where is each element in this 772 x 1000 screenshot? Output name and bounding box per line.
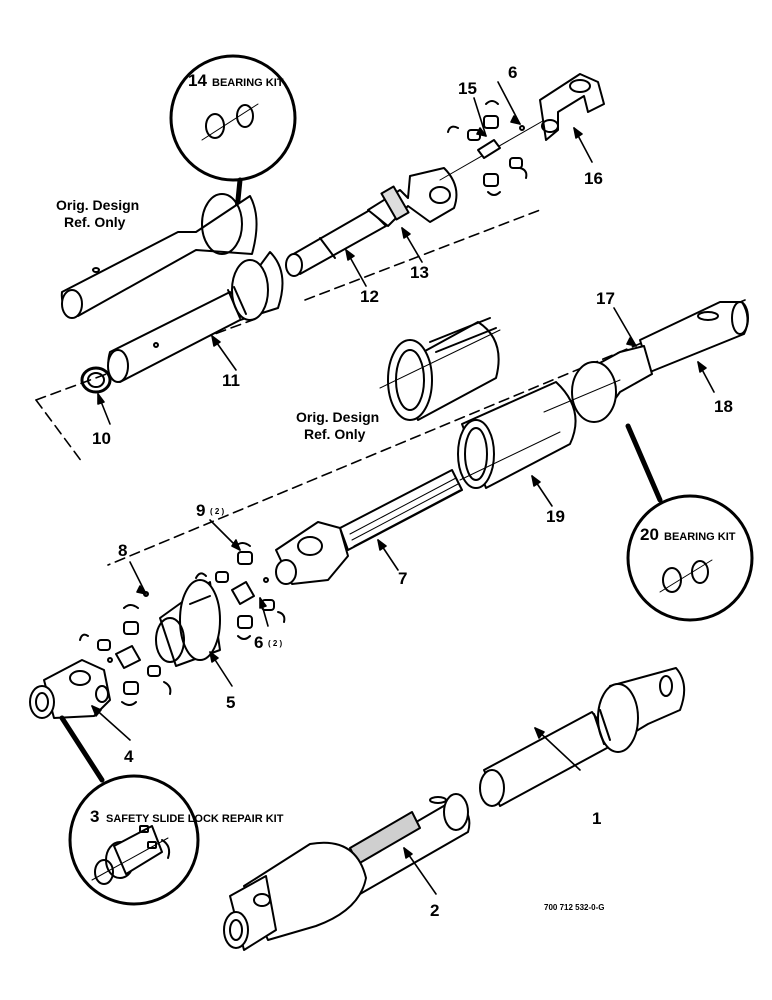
part-10-ring bbox=[80, 366, 112, 394]
snap-ring-icon bbox=[201, 103, 259, 141]
callout-5: 5 bbox=[226, 693, 235, 712]
kit-20-number: 20 bbox=[640, 525, 659, 544]
callout-19: 19 bbox=[546, 507, 565, 526]
callout-7: 7 bbox=[398, 569, 407, 588]
callout-9: 9 bbox=[196, 501, 205, 520]
callout-6-quantity: ( 2 ) bbox=[268, 639, 283, 648]
kit-3-label: SAFETY SLIDE LOCK REPAIR KIT bbox=[106, 813, 284, 825]
callout-12: 12 bbox=[360, 287, 379, 306]
bearing-kit-20-callout bbox=[625, 423, 754, 622]
safety-slide-lock-kit-callout bbox=[59, 715, 200, 906]
callout-8: 8 bbox=[118, 541, 127, 560]
part-19-outer-shield bbox=[457, 381, 577, 489]
part-12-inner-tube bbox=[285, 209, 387, 277]
part-5-double-yoke bbox=[155, 579, 221, 667]
kit-14-label: BEARING KIT bbox=[212, 77, 284, 89]
kit-20-label: BEARING KIT bbox=[664, 531, 736, 543]
callout-18: 18 bbox=[714, 397, 733, 416]
part-11-shield-tube bbox=[107, 251, 284, 383]
orig-design-note-center-line1: Orig. Design bbox=[296, 409, 379, 425]
orig-design-note-center-line2: Ref. Only bbox=[304, 426, 366, 442]
callout-4: 4 bbox=[124, 747, 134, 766]
callout-6-lower: 6 bbox=[254, 633, 263, 652]
callout-1: 1 bbox=[592, 809, 601, 828]
part-15-cross-kit bbox=[439, 100, 549, 196]
callout-17: 17 bbox=[596, 289, 615, 308]
part-13-yoke-tube bbox=[367, 167, 458, 227]
slide-lock-icon bbox=[91, 825, 171, 885]
part-2-tube-assembly bbox=[223, 793, 471, 951]
callout-15: 15 bbox=[458, 79, 477, 98]
callout-2: 2 bbox=[430, 901, 439, 920]
leader-lines bbox=[91, 81, 715, 895]
part-17-shield-cone bbox=[543, 345, 653, 423]
orig-design-note-upper-line1: Orig. Design bbox=[56, 197, 139, 213]
callout-10: 10 bbox=[92, 429, 111, 448]
orig-design-shield-upper bbox=[60, 193, 258, 319]
kit-3-number: 3 bbox=[90, 807, 99, 826]
cross-and-bearings-upper bbox=[195, 542, 286, 640]
part-7-splined-shaft bbox=[339, 431, 561, 551]
orig-design-note-upper-line2: Ref. Only bbox=[64, 214, 126, 230]
callout-11: 11 bbox=[222, 371, 240, 390]
part-18-outer-tube bbox=[639, 301, 749, 373]
part-16-yoke bbox=[539, 73, 605, 141]
part-4-yoke bbox=[29, 659, 111, 719]
part-7-yoke bbox=[275, 521, 349, 585]
snap-ring-icon bbox=[659, 559, 713, 593]
part-1-shield-tube bbox=[479, 667, 686, 807]
callout-6-top: 6 bbox=[508, 63, 517, 82]
callout-13: 13 bbox=[410, 263, 429, 282]
kit-14-number: 14 bbox=[188, 71, 207, 90]
callout-16: 16 bbox=[584, 169, 603, 188]
orig-design-shield-center bbox=[379, 317, 501, 421]
drawing-code: 700 712 532-0-G bbox=[544, 903, 605, 912]
cross-and-bearings-lower bbox=[79, 604, 172, 706]
callout-9-quantity: ( 2 ) bbox=[210, 507, 225, 516]
grease-fittings bbox=[107, 125, 525, 663]
